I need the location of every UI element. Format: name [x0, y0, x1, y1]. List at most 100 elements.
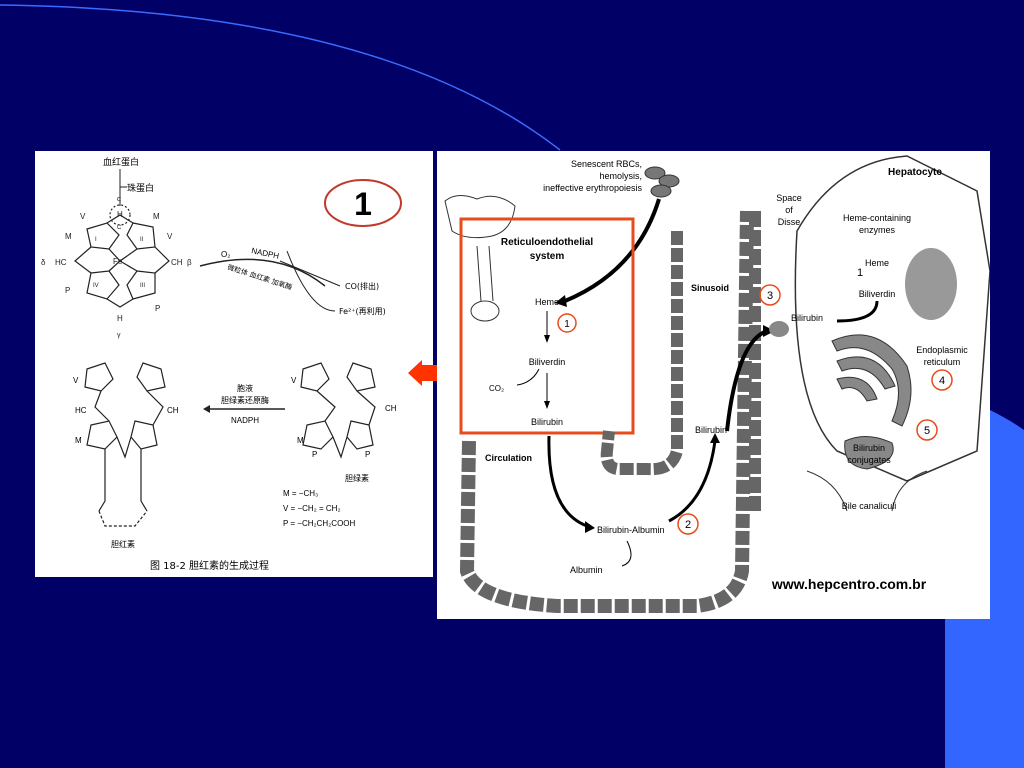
step-3-circle: [759, 284, 781, 306]
legend-m: M = −CH₃: [283, 489, 318, 498]
step-2-number: 2: [685, 519, 691, 531]
hepatocyte-label: Hepatocyte: [888, 167, 942, 178]
svg-text:CH: CH: [171, 258, 183, 267]
step-4-circle: [931, 369, 953, 391]
svg-text:P: P: [365, 450, 370, 459]
step-2-circle: [677, 513, 699, 535]
biliverdin-reductase-label: 胆绿素还原酶: [221, 395, 269, 405]
svg-text:M: M: [65, 232, 72, 241]
svg-text:ineffective erythropoiesis: ineffective erythropoiesis: [543, 183, 642, 193]
sinusoid-label: Sinusoid: [691, 283, 729, 293]
spleen-bone-sketch: [444, 195, 516, 322]
hepatocyte-outline: [794, 155, 991, 482]
reduction-arrowhead: [203, 405, 210, 413]
fe-release-arrow: [286, 250, 336, 312]
o2-label: O₂: [221, 250, 230, 259]
heme-label: Heme: [535, 297, 559, 307]
co2-label: CO₂: [489, 384, 504, 393]
biliverdin-label: Biliverdin: [529, 357, 566, 367]
svg-text:HC: HC: [75, 406, 87, 415]
res-label-1: Reticuloendothelial: [501, 237, 593, 248]
step-3-number: 3: [767, 290, 773, 302]
bilirubin-transporter: [769, 321, 789, 337]
figure-caption: 图 18-2 胆红素的生成过程: [150, 559, 269, 572]
sinusoid-uptake-arrow: [725, 329, 768, 432]
conjugates-label-1: Bilirubin: [853, 443, 885, 453]
svg-text:M: M: [297, 436, 304, 445]
albumin-to-sinusoid-arrow: [668, 440, 717, 523]
res-label-2: system: [530, 251, 565, 262]
er-label-2: reticulum: [924, 357, 961, 367]
bile-canaliculi-label: Bile canaliculi: [842, 501, 897, 511]
nucleus: [905, 248, 957, 320]
step-1-number: 1: [564, 319, 570, 330]
svg-text:IV: IV: [93, 283, 99, 289]
albumin-label: Albumin: [570, 565, 603, 575]
circulation-vessel: [459, 210, 754, 613]
svg-text:CH: CH: [167, 406, 179, 415]
globin-label: 珠蛋白: [127, 182, 154, 194]
heme-degradation-diagram: 1 血红蛋白 珠蛋白 V M M V I II III IV HC CH Fe: [41, 156, 402, 572]
heme-ring-letters: V M M V I II III IV HC CH Fe P P H C H α…: [41, 196, 192, 339]
fe-label: Fe²⁺(再利用): [339, 306, 386, 316]
svg-text:HC: HC: [55, 258, 67, 267]
hepatocyte-bilirubin-label: Bilirubin: [791, 313, 823, 323]
svg-text:II: II: [140, 237, 144, 243]
heme-enzymes-label-2: enzymes: [859, 225, 896, 235]
svg-text:M: M: [75, 436, 82, 445]
svg-text:Space: Space: [776, 193, 802, 203]
bilirubin-formation-figure: 1 血红蛋白 珠蛋白 V M M V I II III IV HC CH Fe: [35, 151, 433, 577]
legend-p: P = −CH₂CH₂COOH: [283, 519, 356, 528]
svg-text:V: V: [80, 212, 86, 221]
hemoglobin-label: 血红蛋白: [103, 156, 139, 168]
bilirubin-metabolism-diagram: Senescent RBCs, hemolysis, ineffective e…: [437, 151, 991, 619]
co-release-arrow: [279, 260, 341, 287]
svg-text:β: β: [187, 258, 192, 267]
svg-text:of: of: [785, 205, 793, 215]
svg-text:γ: γ: [117, 332, 121, 339]
svg-text:V: V: [167, 232, 173, 241]
hepatocyte-heme-label: Heme: [865, 258, 889, 268]
metabolism-pathway-svg: Senescent RBCs, hemolysis, ineffective e…: [444, 155, 991, 613]
senescent-rbc-label: Senescent RBCs, hemolysis, ineffective e…: [543, 159, 642, 193]
step-badge-number: 1: [354, 186, 372, 222]
background-curve: [0, 4, 561, 151]
biliverdin-letters: V M CH P P: [291, 376, 397, 459]
step-1-circle: [557, 313, 577, 333]
svg-text:hemolysis,: hemolysis,: [599, 171, 642, 181]
bile-canaliculi-outline: [806, 470, 928, 512]
heme-enzymes-label-1: Heme-containing: [843, 213, 911, 223]
hepatocyte-biliverdin-label: Biliverdin: [859, 289, 896, 299]
heme-oxygenase-label: 微粒体 血红素 加氧酶: [226, 262, 293, 291]
step-5-number: 5: [924, 425, 930, 437]
biliverdin-name-label: 胆绿素: [345, 473, 369, 483]
bilirubin-letters: V M CH HC: [73, 376, 179, 445]
circulation-label: Circulation: [485, 453, 532, 463]
endoplasmic-reticulum: [831, 334, 912, 427]
svg-text:M: M: [153, 212, 160, 221]
svg-text:P: P: [155, 304, 160, 313]
svg-text:α: α: [117, 196, 121, 203]
oxidation-arrow: [199, 258, 326, 287]
step-4-number: 4: [939, 375, 945, 387]
svg-text:Disse: Disse: [778, 217, 801, 227]
legend-v: V = −CH₂ = CH₂: [283, 504, 341, 513]
hepatocyte-step-one: 1: [857, 267, 863, 279]
svg-text:CH: CH: [385, 404, 397, 413]
step-5-circle: [916, 419, 938, 441]
svg-text:H: H: [117, 314, 123, 323]
er-label-1: Endoplasmic: [916, 345, 968, 355]
svg-text:III: III: [140, 283, 145, 289]
bilirubin-to-albumin-arrow: [547, 435, 588, 528]
bilirubin-conjugates-blob: [844, 436, 894, 470]
bilirubin-circulation-label: Bilirubin: [695, 425, 727, 435]
svg-text:Senescent RBCs,: Senescent RBCs,: [571, 159, 642, 169]
bilirubin-res-label: Bilirubin: [531, 417, 563, 427]
svg-text:P: P: [312, 450, 317, 459]
svg-text:Fe: Fe: [113, 257, 123, 266]
svg-text:H: H: [117, 210, 123, 219]
biliverdin-to-bilirubin-arrow: [836, 300, 879, 323]
rbc-cluster: [644, 166, 680, 198]
co-label: CO(排出): [345, 281, 379, 291]
svg-text:δ: δ: [41, 258, 46, 267]
